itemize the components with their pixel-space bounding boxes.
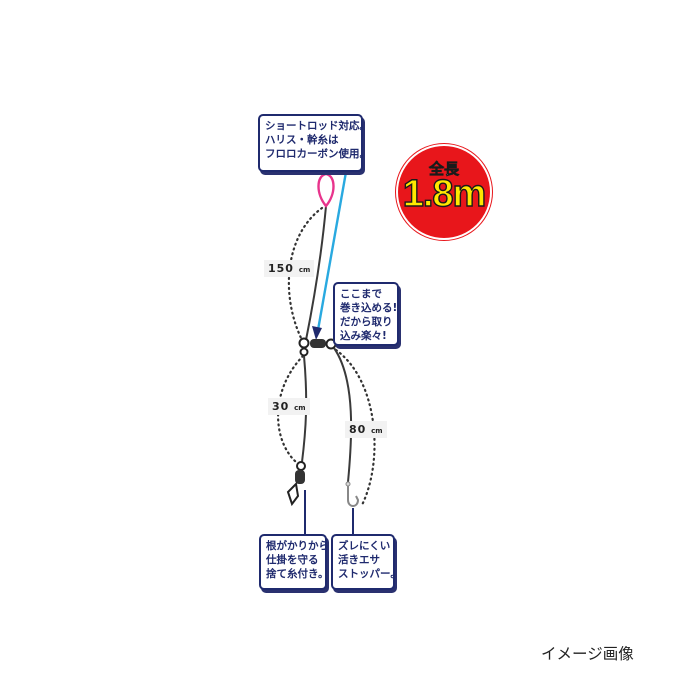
callout-text: 活きエサ [338, 554, 380, 566]
callout-text: ショートロッド対応。 [265, 120, 370, 132]
blue-arrow-head [312, 326, 322, 340]
swivel-icon [298, 337, 337, 357]
total-length-badge: 全長 1.8m [398, 146, 490, 238]
callout-text: 込み楽々! [340, 330, 387, 342]
length-unit: cm [294, 404, 306, 412]
callout-text: 仕掛を守る [266, 554, 319, 566]
callout-text: ハリス・幹糸は [265, 134, 339, 146]
badge-label: 全長 [428, 161, 460, 179]
badge-value: 1.8m [402, 173, 487, 215]
length-value: 80 [349, 423, 367, 436]
length-label-upper: 150 cm [264, 260, 315, 277]
blue-arrow-line [316, 171, 348, 331]
length-value: 30 [272, 400, 290, 413]
image-caption: イメージ画像 [541, 645, 634, 663]
callout-text: ズレにくい [338, 540, 391, 552]
callout-text: だから取り [340, 316, 393, 328]
snap-swivel-icon [286, 461, 306, 507]
length-unit: cm [371, 427, 383, 435]
length-label-lower-left: 30 cm [268, 398, 310, 415]
callout-text: ここまで [340, 288, 382, 300]
hook-line [333, 347, 353, 483]
main-line [305, 205, 327, 341]
loop-icon [317, 172, 335, 208]
callout-text: 捨て糸付き。 [266, 568, 329, 580]
length-unit: cm [298, 266, 311, 274]
callout-text: フロロカーボン使用。 [265, 148, 370, 160]
callout-short-rod: ショートロッド対応。 ハリス・幹糸は フロロカーボン使用。 [258, 114, 370, 172]
callout-bait-stopper: ズレにくい 活きエサ ストッパー。 [331, 534, 401, 590]
callout-text: 巻き込める! [340, 302, 398, 314]
callout-text: ストッパー。 [338, 568, 401, 580]
callout-windable: ここまで 巻き込める! だから取り 込み楽々! [333, 282, 399, 346]
callout-text: 根がかりから [266, 540, 329, 552]
dotted-guide-lower-right [334, 348, 376, 507]
length-value: 150 [268, 262, 294, 275]
hook-icon [345, 481, 360, 507]
callout-sinker-line: 根がかりから 仕掛を守る 捨て糸付き。 [259, 534, 329, 590]
length-label-lower-right: 80 cm [345, 421, 387, 438]
